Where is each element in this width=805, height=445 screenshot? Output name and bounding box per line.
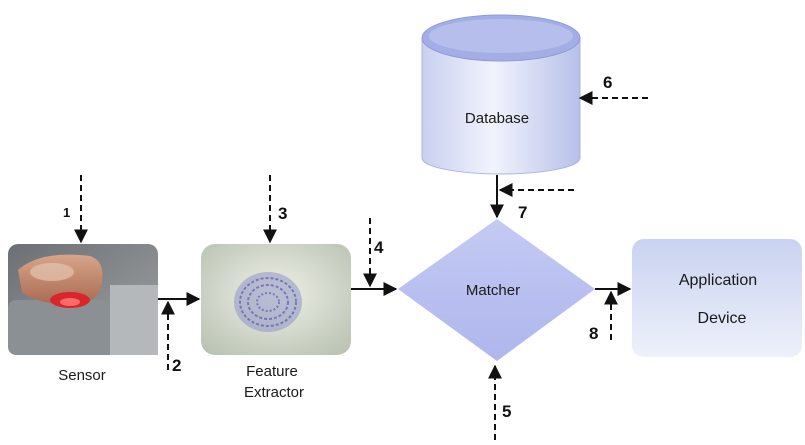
application-device-label-1: Application (679, 272, 757, 289)
feature-extractor-node: Feature Extractor (201, 244, 351, 401)
database-label: Database (465, 110, 529, 127)
database-node: Database (421, 14, 581, 175)
matcher-node: Matcher (398, 219, 595, 361)
feature-extractor-label-2: Extractor (244, 384, 304, 401)
attack-number-6: 6 (603, 73, 612, 92)
matcher-label: Matcher (466, 282, 520, 299)
application-device-node: Application Device (632, 239, 802, 357)
attack-number-8: 8 (589, 324, 598, 343)
sensor-node: Sensor (8, 244, 158, 384)
attack-number-2: 2 (172, 356, 181, 375)
attack-numbers: 1 2 3 4 5 6 7 8 (63, 73, 612, 421)
attack-number-1: 1 (63, 205, 70, 220)
attack-number-3: 3 (278, 204, 287, 223)
attack-number-5: 5 (502, 402, 511, 421)
application-device-label-2: Device (698, 310, 747, 327)
flow-arrows (158, 175, 632, 306)
sensor-label: Sensor (58, 367, 106, 384)
feature-extractor-label-1: Feature (246, 363, 298, 380)
attack-number-4: 4 (374, 238, 384, 257)
attack-arrows (74, 91, 648, 440)
attack-number-7: 7 (518, 203, 527, 222)
